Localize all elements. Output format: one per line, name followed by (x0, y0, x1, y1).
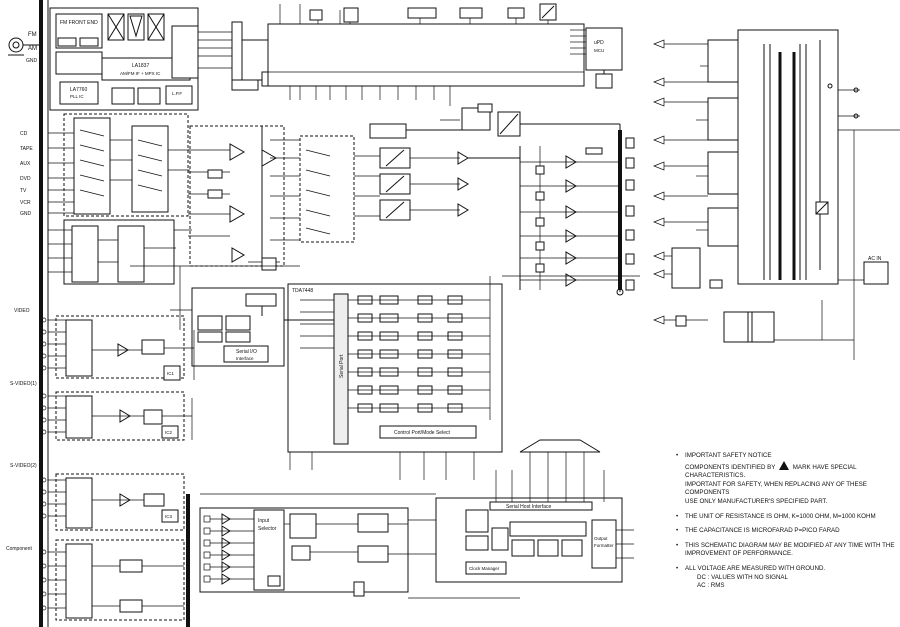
power-supply-block: AC IN (653, 29, 900, 360)
mcu-label: uPD (594, 40, 604, 46)
dsp-decoder-block: Serial Host Interface Output Formatter C… (408, 439, 634, 583)
ic1-label: IC1 (167, 371, 175, 376)
output-amp-chain (369, 103, 635, 296)
ac-in-label: AC IN (868, 256, 882, 262)
analog-switch-bank (299, 135, 469, 243)
antenna-icon (8, 37, 41, 56)
serial-io-label: Serial I/O (236, 349, 257, 355)
modification-note: • THIS SCHEMATIC DIAGRAM MAY BE MODIFIED… (676, 541, 895, 558)
dsp-label: TDA7448 (292, 288, 313, 294)
svideo2-label: S-VIDEO(2) (10, 463, 37, 469)
la1837-label: LA1837 (132, 63, 149, 69)
serial-io-sub: Interface (236, 356, 254, 361)
video-label: VIDEO (14, 308, 30, 314)
safety-notice: • IMPORTANT SAFETY NOTICE COMPONENTS IDE… (676, 452, 896, 507)
output-formatter-sub: Formatter (594, 543, 614, 548)
input-vcr-label: VCR (20, 200, 31, 206)
warning-triangle-icon (779, 460, 790, 470)
pll-label: LA7760 (70, 87, 87, 93)
dsp-block: Serial Port TDA7448 Control Port/Mode Se… (287, 276, 503, 453)
input-switch-bank: CD TAPE AUX DVD TV VCR GND (20, 113, 192, 285)
safety-title: IMPORTANT SAFETY NOTICE (685, 452, 772, 459)
input-selector-sub: Selector (258, 526, 277, 532)
microcontroller: uPD MCU (261, 3, 623, 106)
capacitance-note: •THE CAPACITANCE IS MICROFARAD P=PICO FA… (676, 527, 840, 535)
pll-sub: PLL IC (70, 94, 84, 99)
tone-volume-block (188, 125, 300, 271)
am-label: AM (28, 46, 37, 52)
input-selector-block: Input Selector (199, 507, 440, 597)
input-gnd-label: GND (20, 211, 32, 217)
ic3-label: IC3 (165, 514, 173, 519)
fm-label: FM (28, 32, 37, 38)
input-cd-label: CD (20, 131, 28, 137)
input-dvd-label: DVD (20, 176, 31, 182)
input-tape-label: TAPE (20, 146, 33, 152)
serial-host-label: Serial Host Interface (506, 504, 552, 510)
schematic-notes: • IMPORTANT SAFETY NOTICE COMPONENTS IDE… (676, 452, 896, 597)
svideo1-label: S-VIDEO(1) (10, 381, 37, 387)
voltage-note: • ALL VOLTAGE ARE MEASURED WITH GROUND. … (676, 565, 896, 591)
ac-note: AC : RMS (697, 582, 725, 590)
input-aux-label: AUX (20, 161, 31, 167)
component-label: Component (6, 546, 32, 552)
output-formatter-label: Output (594, 536, 608, 541)
input-tv-label: TV (20, 188, 27, 194)
safety-line-1: COMPONENTS IDENTIFIED BY MARK HAVE SPECI… (685, 460, 896, 481)
safety-line-3: USE ONLY MANUFACTURER'S SPECIFIED PART. (685, 497, 828, 505)
clock-manager-label: Clock Manager (469, 566, 500, 571)
input-selector-label: Input (258, 518, 270, 524)
control-port-label: Control Port/Mode Select (394, 430, 450, 436)
resistance-note: •THE UNIT OF RESISTANCE IS OHM, K=1000 O… (676, 512, 876, 520)
lpf-label: L.P.F (172, 91, 182, 96)
ic2-label: IC2 (165, 430, 173, 435)
mcu-sub: MCU (594, 48, 604, 53)
la1837-sub: AM/FM IF + MPX IC (120, 71, 161, 76)
video-section: VIDEO S-VIDEO(1) S-VIDEO(2) Component IC… (6, 308, 195, 621)
tuner-label: FM FRONT END (60, 20, 98, 26)
dc-note: DC : VALUES WITH NO SIGNAL (697, 573, 788, 581)
serial-port-label: Serial Port (339, 354, 345, 378)
safety-line-2: IMPORTANT FOR SAFETY, WHEN REPLACING ANY… (685, 480, 867, 497)
serial-io-block: Serial I/O Interface (191, 287, 334, 367)
ant-gnd-label: GND (26, 58, 38, 64)
